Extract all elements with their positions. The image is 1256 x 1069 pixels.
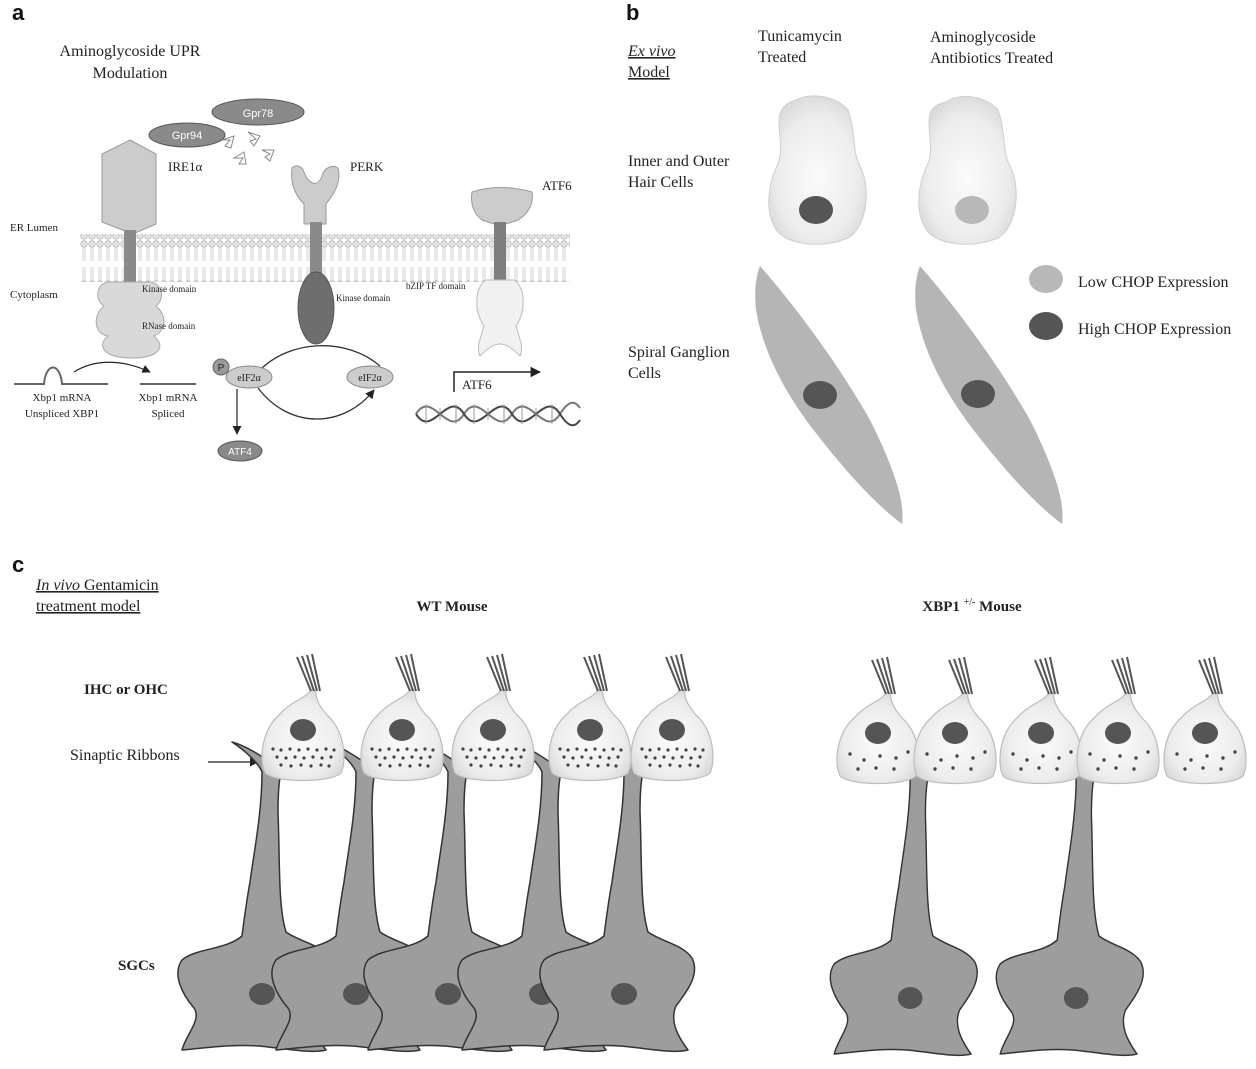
invivo-model-line1: In vivo Gentamicin xyxy=(35,577,159,594)
column-aminoglycoside-line2: Antibiotics Treated xyxy=(930,50,1053,67)
wt-mouse-title: WT Mouse xyxy=(417,599,488,615)
panel-b-letter: b xyxy=(626,0,639,25)
nucleus-high-chop-aminoglycoside-sgc xyxy=(961,380,995,408)
wt-hair-cell-3 xyxy=(452,654,534,781)
panel-a: a Aminoglycoside UPR Modulation Gpr78 Gp… xyxy=(10,0,580,461)
dna-helix-icon xyxy=(416,403,580,426)
column-aminoglycoside-line1: Aminoglycoside xyxy=(930,29,1036,46)
gpr78-label: Gpr78 xyxy=(243,108,274,120)
xbp1-sgc-neuron-1 xyxy=(830,744,977,1055)
model-label-line2: Model xyxy=(628,64,670,81)
xbp1-hair-cell-5 xyxy=(1164,657,1246,784)
panel-a-letter: a xyxy=(12,0,25,25)
nucleus-high-chop-tunicamycin-hair xyxy=(799,196,833,224)
splicing-arrow xyxy=(74,362,150,372)
xbp1-title-superscript: +/- xyxy=(964,597,976,608)
legend-high-swatch xyxy=(1029,312,1063,340)
xbp1-hair-cell-4 xyxy=(1077,657,1159,784)
model-label-line1: Ex vivo xyxy=(627,43,676,60)
phosphate-label: P xyxy=(218,363,225,374)
bzip-domain-label: bZIP TF domain xyxy=(406,281,466,291)
rnase-domain-label: RNase domain xyxy=(142,321,196,331)
row-hair-cells-line2: Hair Cells xyxy=(628,174,693,191)
perk-kinase-domain-label: Kinase domain xyxy=(336,293,391,303)
atf4-label: ATF4 xyxy=(228,447,252,458)
xbp1-sgc-neuron-2 xyxy=(996,744,1143,1055)
misfolded-protein-icon xyxy=(222,132,274,164)
perk-label: PERK xyxy=(350,159,384,174)
xbp1-hair-cell-3 xyxy=(1000,657,1082,784)
atf6-receptor-label: ATF6 xyxy=(542,178,572,193)
xbp1-title-suffix: Mouse xyxy=(975,599,1022,615)
eif2a-left-label: eIF2α xyxy=(237,373,261,384)
column-tunicamycin-line2: Treated xyxy=(758,49,806,66)
wt-hair-cell-5 xyxy=(631,654,713,781)
wt-hair-cell-1 xyxy=(262,654,344,781)
cytoplasm-label: Cytoplasm xyxy=(10,289,58,301)
xbp1-unspliced-mrna xyxy=(14,368,108,385)
panel-c-letter: c xyxy=(12,552,24,577)
legend-high-label: High CHOP Expression xyxy=(1078,321,1231,338)
panel-a-title-line1: Aminoglycoside UPR xyxy=(60,43,201,60)
ire1-kinase-domain-label: Kinase domain xyxy=(142,284,197,294)
eif2a-right-label: eIF2α xyxy=(358,373,382,384)
invivo-rest: Gentamicin xyxy=(80,577,159,594)
eif2a-cycle-bottom xyxy=(258,388,374,419)
row-ribbons-label: Sinaptic Ribbons xyxy=(70,747,180,764)
nucleus-high-chop-tunicamycin-sgc xyxy=(803,381,837,409)
wt-hair-cell-4 xyxy=(549,654,631,781)
panel-a-title-line2: Modulation xyxy=(93,65,168,82)
xbp1-unspliced-label-line1: Xbp1 mRNA xyxy=(33,392,92,404)
invivo-model-line2: treatment model xyxy=(36,598,141,615)
row-spiral-ganglion-line2: Cells xyxy=(628,365,661,382)
column-tunicamycin-line1: Tunicamycin xyxy=(758,28,842,45)
row-spiral-ganglion-line1: Spiral Ganglion xyxy=(628,344,730,361)
xbp1-unspliced-label-line2: Unspliced XBP1 xyxy=(25,408,99,420)
legend-low-swatch xyxy=(1029,265,1063,293)
row-ihc-ohc-label: IHC or OHC xyxy=(84,682,168,698)
xbp1-spliced-label-line2: Spliced xyxy=(152,408,185,420)
nucleus-low-chop-aminoglycoside-hair xyxy=(955,196,989,224)
wt-hair-cell-2 xyxy=(361,654,443,781)
legend-low-label: Low CHOP Expression xyxy=(1078,274,1229,291)
xbp1-title-prefix: XBP1 xyxy=(922,599,963,615)
invivo-italic: In vivo xyxy=(35,577,80,594)
xbp1-hair-cells xyxy=(837,657,1246,784)
row-sgcs-label: SGCs xyxy=(118,958,155,974)
gpr94-label: Gpr94 xyxy=(172,130,203,142)
xbp1-hair-cell-1 xyxy=(837,657,919,784)
er-lumen-label: ER Lumen xyxy=(10,222,58,234)
xbp1-mouse-title: XBP1 +/- Mouse xyxy=(922,597,1022,615)
wt-hair-cells xyxy=(262,654,713,781)
xbp1-spiral-ganglion-neurons xyxy=(830,744,1143,1055)
wt-spiral-ganglion-neurons xyxy=(178,740,695,1051)
panel-b: b Ex vivo Model Tunicamycin Treated Amin… xyxy=(626,0,1231,524)
wt-sgc-neuron-5 xyxy=(540,740,695,1051)
panel-c: c In vivo Gentamicin treatment model WT … xyxy=(12,552,1246,1055)
ire1-label: IRE1α xyxy=(168,159,202,174)
xbp1-hair-cell-2 xyxy=(914,657,996,784)
xbp1-spliced-label-line1: Xbp1 mRNA xyxy=(139,392,198,404)
row-hair-cells-line1: Inner and Outer xyxy=(628,153,730,170)
atf6-gene-label: ATF6 xyxy=(462,377,492,392)
